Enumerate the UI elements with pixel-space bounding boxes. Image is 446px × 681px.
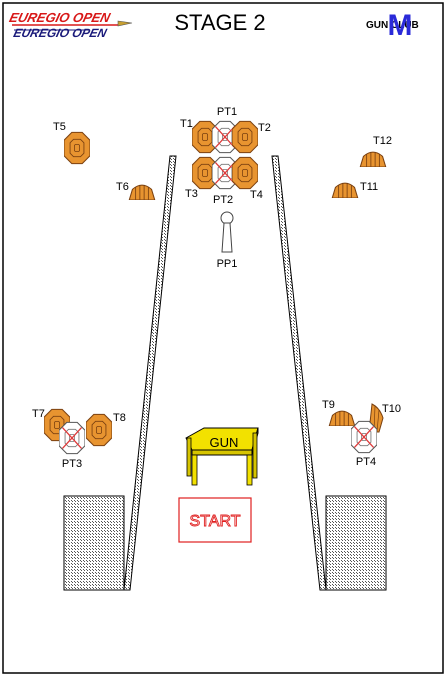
left-barricade xyxy=(63,495,125,591)
start-label: START xyxy=(190,513,241,530)
label-pt3: PT3 xyxy=(62,458,82,470)
target-t8 xyxy=(86,413,112,447)
label-pp1: PP1 xyxy=(217,258,238,270)
label-pt2: PT2 xyxy=(213,194,233,206)
euregio-logo: EUREGIO OPEN EUREGIO OPEN xyxy=(8,10,133,40)
label-t4: T4 xyxy=(250,189,263,201)
page-title: STAGE 2 xyxy=(174,10,265,35)
label-t7: T7 xyxy=(32,408,45,420)
label-t2: T2 xyxy=(258,122,271,134)
label-pt1: PT1 xyxy=(217,106,237,118)
label-t12: T12 xyxy=(373,135,392,147)
no-shoot-pt3 xyxy=(59,421,85,455)
label-t9: T9 xyxy=(322,399,335,411)
gun-table-icon xyxy=(185,427,259,486)
target-t4 xyxy=(232,156,258,190)
club-letter: M xyxy=(388,9,413,42)
label-t3: T3 xyxy=(185,188,198,200)
label-t10: T10 xyxy=(382,403,401,415)
logo-line-2: EUREGIO OPEN xyxy=(12,26,108,40)
no-shoot-pt4 xyxy=(351,420,377,454)
label-t6: T6 xyxy=(116,181,129,193)
gun-club-logo: GUN CLUB M xyxy=(366,9,419,42)
logo-line-1: EUREGIO OPEN xyxy=(8,10,112,25)
gun-label: GUN xyxy=(210,435,239,450)
target-t2 xyxy=(232,120,258,154)
label-t1: T1 xyxy=(180,118,193,130)
label-pt4: PT4 xyxy=(356,456,376,468)
label-t8: T8 xyxy=(113,412,126,424)
target-t5 xyxy=(64,131,90,165)
right-barricade xyxy=(325,495,387,591)
left-wall xyxy=(123,155,177,591)
start-box xyxy=(178,497,252,543)
club-text: GUN CLUB xyxy=(366,20,419,31)
pepper-popper-pp1 xyxy=(220,211,234,253)
label-t11: T11 xyxy=(360,181,378,193)
label-t5: T5 xyxy=(53,121,66,133)
